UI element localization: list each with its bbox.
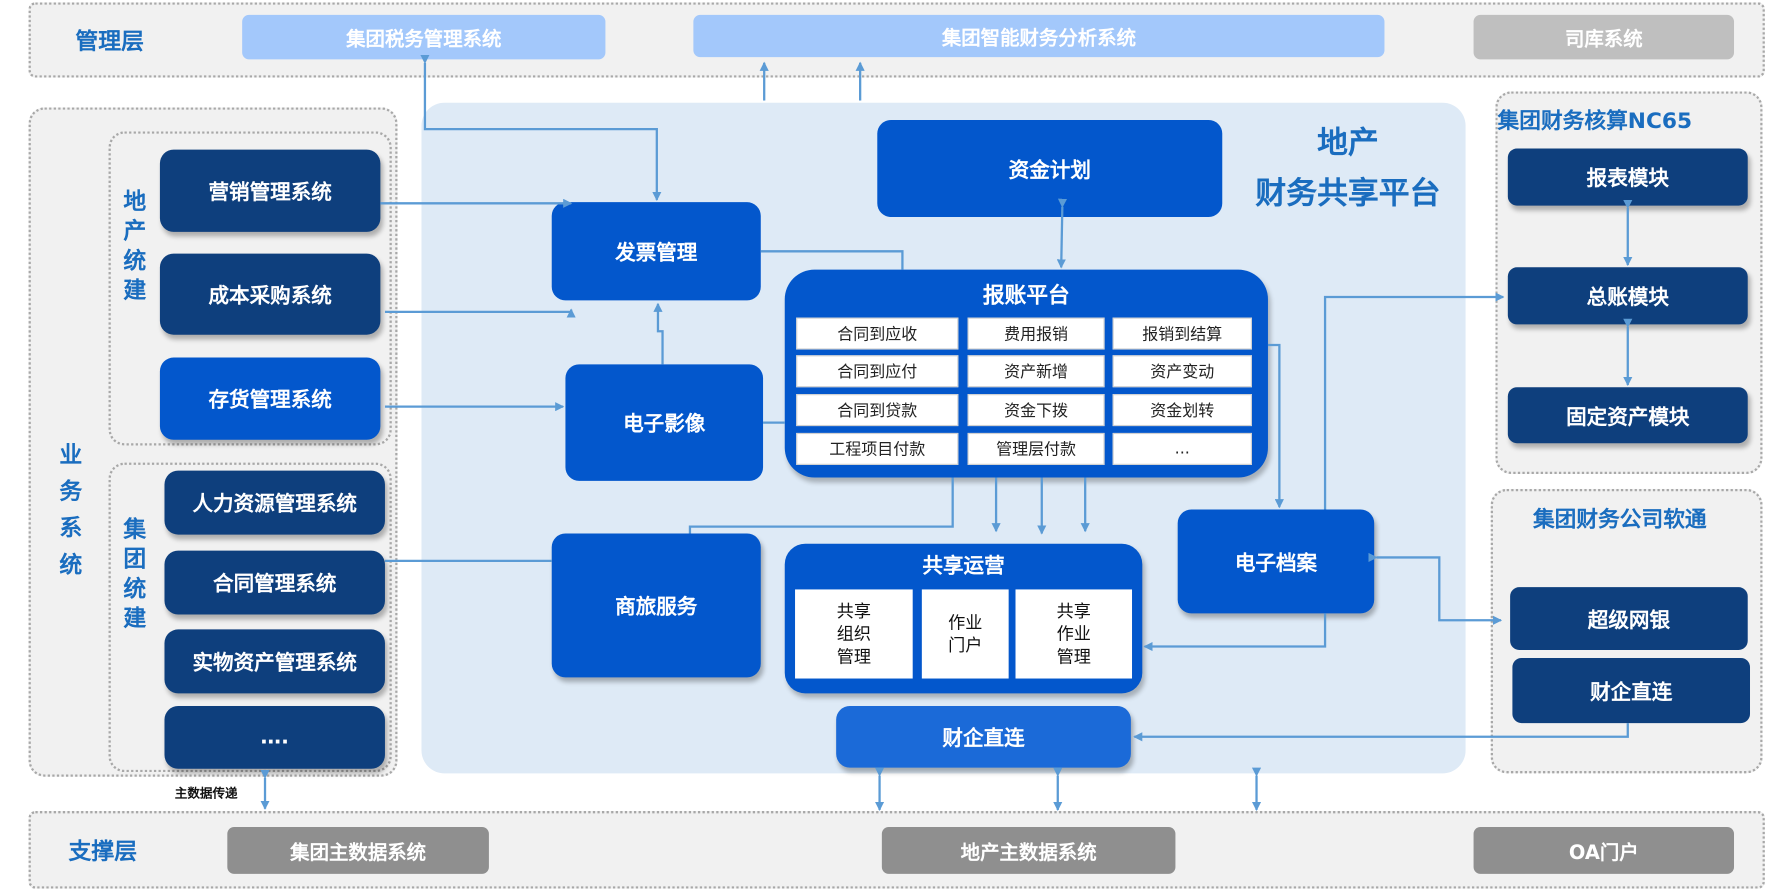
arrow-reimb-archive [1267, 343, 1284, 509]
more-systems[interactable]: …. [164, 705, 385, 769]
group-master-data-system[interactable]: 集团主数据系统 [227, 827, 489, 874]
shared-operations-title: 共享运营 [922, 554, 1005, 579]
support-layer-label: 支撑层 [68, 837, 138, 865]
management-layer-label: 管理层 [75, 27, 144, 55]
super-online-bank[interactable]: 超级网银 [1510, 587, 1748, 650]
financial-analysis-system[interactable]: 集团智能财务分析系统 [693, 14, 1385, 58]
bank-direct-connect[interactable]: 财企直连 [836, 705, 1131, 768]
reimb-cell[interactable]: 合同到应收 [796, 317, 959, 350]
arrow-archive-bank [1368, 552, 1503, 625]
arrow-archive-ops [1143, 613, 1327, 652]
line-reimb-travel [688, 477, 954, 534]
fixed-asset-module[interactable]: 固定资产模块 [1507, 387, 1748, 444]
inventory-system[interactable]: 存货管理系统 [159, 357, 381, 440]
invoice-management[interactable]: 发票管理 [551, 202, 761, 301]
realestate-group-label: 地产统建 [123, 187, 147, 304]
realestate-master-data-system[interactable]: 地产主数据系统 [881, 827, 1176, 874]
hr-system[interactable]: 人力资源管理系统 [164, 470, 385, 535]
electronic-imaging[interactable]: 电子影像 [565, 364, 764, 481]
general-ledger-module[interactable]: 总账模块 [1507, 267, 1748, 325]
fund-plan[interactable]: 资金计划 [877, 119, 1223, 218]
business-systems-label: 业务系统 [59, 440, 83, 579]
reimb-cell[interactable]: 合同到应付 [796, 355, 959, 388]
marketing-system[interactable]: 营销管理系统 [159, 149, 381, 232]
arrow-fund-reimb [1056, 198, 1068, 269]
ops-cell-work[interactable]: 共享作业管理 [1015, 589, 1133, 679]
travel-service[interactable]: 商旅服务 [551, 533, 761, 678]
reimb-cell[interactable]: ... [1112, 432, 1252, 465]
arrow-imaging-invoice [653, 302, 664, 365]
corporate-group-label: 集团统建 [123, 515, 147, 632]
cost-procurement-system[interactable]: 成本采购系统 [159, 253, 381, 335]
ops-cell-org[interactable]: 共享组织管理 [795, 589, 913, 679]
master-data-note: 主数据传递 [174, 785, 238, 801]
reimb-cell[interactable]: 资产新增 [967, 355, 1105, 388]
reimb-cell[interactable]: 合同到贷款 [796, 394, 959, 427]
reimb-cell[interactable]: 报销到结算 [1112, 317, 1252, 350]
oa-portal[interactable]: OA门户 [1473, 827, 1735, 874]
nc65-title: 集团财务核算NC65 [1497, 108, 1693, 134]
platform-title-line1: 地产 [1317, 125, 1379, 162]
arrow-cost-invoice [384, 308, 576, 318]
reimb-cell[interactable]: 资产变动 [1112, 355, 1252, 388]
platform-title-line2: 财务共享平台 [1255, 175, 1441, 212]
physical-asset-system[interactable]: 实物资产管理系统 [164, 629, 385, 694]
finance-company-bank-direct[interactable]: 财企直连 [1512, 657, 1751, 724]
reimbursement-platform-title: 报账平台 [982, 283, 1070, 309]
ops-cell-portal[interactable]: 作业门户 [921, 589, 1009, 679]
reimb-cell[interactable]: 管理层付款 [967, 432, 1105, 465]
line-invoice-reimb [760, 250, 904, 270]
arrow-tax-invoice [420, 54, 662, 202]
treasury-system[interactable]: 司库系统 [1473, 14, 1735, 60]
contract-system[interactable]: 合同管理系统 [164, 550, 385, 615]
electronic-archive[interactable]: 电子档案 [1177, 509, 1375, 614]
reimb-cell[interactable]: 资金划转 [1112, 394, 1252, 427]
platform-title: 地产 财务共享平台 [1234, 119, 1462, 220]
report-module[interactable]: 报表模块 [1507, 148, 1748, 206]
arrow-archive-ledger [1323, 292, 1505, 510]
arrow-fc-bankdirect [1133, 723, 1629, 742]
reimb-cell[interactable]: 费用报销 [967, 317, 1105, 350]
finance-company-title: 集团财务公司软通 [1532, 507, 1707, 533]
tax-management-system[interactable]: 集团税务管理系统 [242, 14, 606, 60]
reimb-cell[interactable]: 工程项目付款 [796, 432, 959, 465]
reimb-cell[interactable]: 资金下拨 [967, 394, 1105, 427]
